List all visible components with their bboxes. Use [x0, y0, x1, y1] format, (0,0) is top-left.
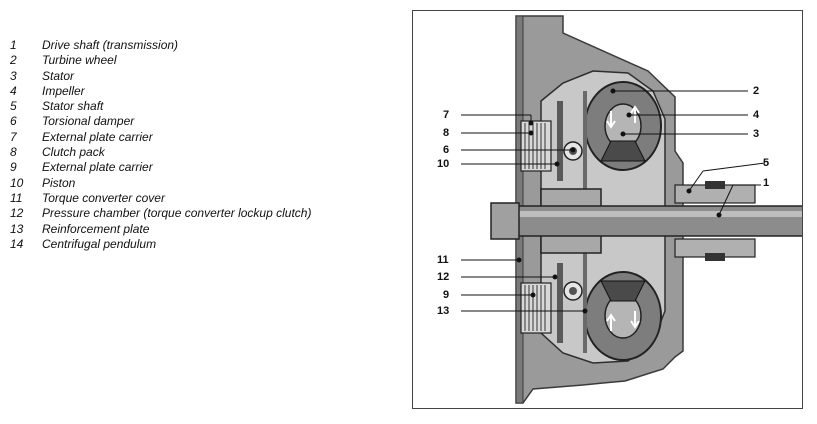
legend-label: Centrifugal pendulum [42, 236, 157, 251]
legend-item-12: 12 Pressure chamber (torque converter loc… [10, 206, 390, 221]
callout-12: 12 [437, 271, 450, 283]
bearing-block [705, 181, 725, 189]
piston-plate-upper [557, 101, 563, 181]
callout-leader-lines [461, 88, 766, 314]
legend-label: Reinforcement plate [42, 221, 150, 236]
clutch-pack-lower [520, 282, 552, 334]
drive-shaft [494, 205, 802, 237]
legend-label: Turbine wheel [42, 53, 117, 68]
legend-number: 10 [10, 175, 24, 190]
callout-2: 2 [753, 85, 760, 97]
legend-number: 12 [10, 206, 24, 221]
legend-item-7: 7 External plate carrier [10, 130, 390, 145]
callout-5: 5 [763, 157, 770, 169]
legend-label: External plate carrier [42, 129, 153, 144]
legend-number: 13 [10, 221, 24, 236]
piston-plate-lower [557, 263, 563, 343]
legend-item-1: 1 Drive shaft (transmission) [10, 38, 390, 53]
legend-label: Torque converter cover [42, 190, 165, 205]
callout-11: 11 [437, 254, 449, 266]
legend-number: 8 [10, 145, 17, 160]
callout-1: 1 [763, 177, 770, 189]
legend-number: 5 [10, 99, 17, 114]
legend-item-14: 14 Centrifugal pendulum [10, 237, 390, 252]
legend-label: Drive shaft (transmission) [42, 38, 179, 52]
callout-9: 9 [443, 289, 450, 301]
callout-6: 6 [443, 144, 450, 156]
component-legend: 1 Drive shaft (transmission) 2 Turbine whe… [10, 38, 390, 252]
legend-item-10: 10 Piston [10, 176, 390, 191]
callout-10: 10 [437, 158, 450, 170]
callout-13: 13 [437, 305, 450, 317]
drive-shaft-highlight [495, 211, 802, 217]
flow-arrow-lower-2 [630, 311, 640, 329]
flow-arrow-upper [606, 111, 616, 129]
legend-label: External plate carrier [42, 160, 153, 175]
legend-number: 9 [10, 160, 17, 175]
legend-number: 4 [10, 83, 17, 98]
legend-item-5: 5 Stator shaft [10, 99, 390, 114]
shaft-end [490, 202, 520, 240]
legend-number: 1 [10, 38, 17, 52]
legend-item-11: 11 Torque converter cover [10, 191, 390, 206]
torque-converter-cross-section: 2 4 3 5 1 7 8 6 10 11 12 9 13 [412, 10, 803, 409]
legend-label: Piston [42, 175, 76, 190]
legend-label: Stator [42, 68, 75, 83]
flow-arrow-lower [606, 313, 616, 331]
legend-item-13: 13 Reinforcement plate [10, 222, 390, 237]
legend-number: 7 [10, 129, 17, 144]
legend-item-6: 6 Torsional damper [10, 114, 390, 129]
legend-item-3: 3 Stator [10, 69, 390, 84]
legend-item-4: 4 Impeller [10, 84, 390, 99]
legend-number: 11 [10, 190, 23, 205]
legend-label: Clutch pack [42, 145, 105, 160]
stator-upper [600, 140, 646, 162]
clutch-plates-upper [524, 123, 546, 169]
legend-number: 2 [10, 53, 17, 68]
legend-label: Pressure chamber (torque converter locku… [42, 206, 312, 221]
legend-label: Stator shaft [42, 99, 104, 114]
clutch-pack-upper [520, 120, 552, 172]
callout-8: 8 [443, 127, 450, 139]
stator-lower [600, 280, 646, 302]
callout-4: 4 [753, 109, 760, 121]
legend-number: 6 [10, 114, 17, 129]
legend-item-8: 8 Clutch pack [10, 145, 390, 160]
callout-3: 3 [753, 128, 760, 140]
legend-number: 14 [10, 236, 24, 251]
legend-label: Impeller [42, 83, 85, 98]
torsional-damper-lower-core [569, 287, 577, 295]
legend-item-2: 2 Turbine wheel [10, 53, 390, 68]
bearing-block-lower [705, 253, 725, 261]
cross-section-drawing [461, 15, 802, 404]
callout-7: 7 [443, 109, 450, 121]
legend-label: Torsional damper [42, 114, 135, 129]
legend-number: 3 [10, 68, 17, 83]
legend-item-9: 9 External plate carrier [10, 160, 390, 175]
